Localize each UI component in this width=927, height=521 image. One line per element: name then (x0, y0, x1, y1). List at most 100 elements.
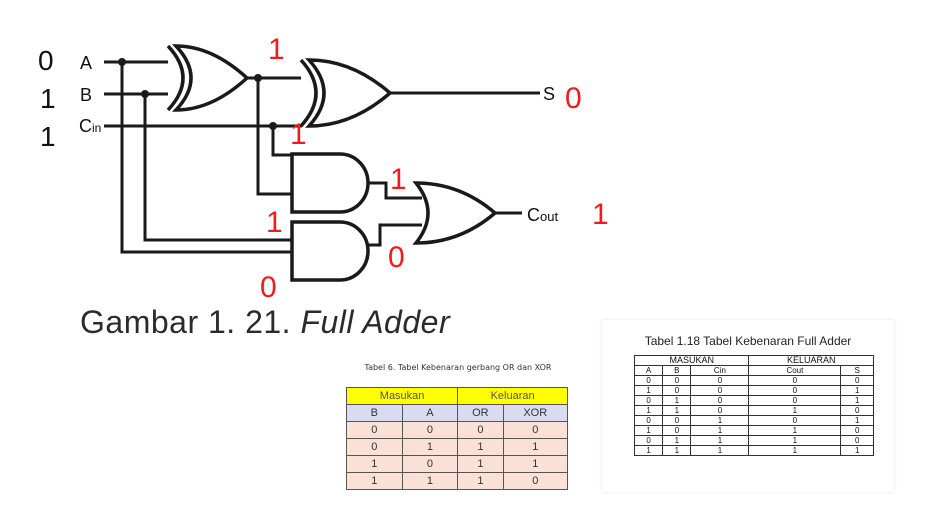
table-cell: 1 (502, 455, 569, 473)
table-cell: 1 (502, 438, 569, 456)
table-cell: 1 (840, 385, 874, 396)
table-cell: 0 (662, 385, 692, 396)
table-column-header: S (840, 365, 874, 376)
table-group-header: Keluaran (457, 387, 568, 405)
table-cell: 1 (662, 405, 692, 416)
table-cell: 0 (748, 375, 842, 386)
output-label-s: S (543, 84, 555, 104)
table-cell: 1 (401, 438, 459, 456)
table-cell: 1 (457, 472, 504, 490)
table-cell: 0 (662, 375, 692, 386)
value-cin: 1 (40, 121, 56, 152)
table-cell: 1 (748, 445, 842, 456)
table-cell: 0 (502, 472, 569, 490)
table-cell: 1 (748, 425, 842, 436)
junction-a (118, 58, 126, 66)
value-and2-out: 0 (388, 241, 405, 274)
table-cell: 0 (633, 415, 664, 426)
table-cell: 0 (662, 415, 692, 426)
table-column-header: B (346, 404, 403, 422)
table-cell: 1 (662, 395, 692, 406)
and-gate-2 (290, 220, 370, 282)
value-and2-in: 1 (266, 206, 283, 239)
input-label-cin: Cin (79, 116, 101, 136)
table-cell: 1 (457, 455, 504, 473)
table-group-header: Masukan (345, 387, 459, 405)
table-cell: 1 (633, 425, 664, 436)
output-label-cout: Cout (527, 205, 558, 225)
value-xor2-in: 1 (290, 118, 307, 151)
table-cell: 0 (690, 375, 750, 386)
value-and1-out: 1 (390, 163, 407, 196)
table-cell: 0 (840, 435, 874, 446)
table-cell: 1 (840, 415, 874, 426)
table-cell: 0 (346, 421, 403, 439)
value-cout: 1 (592, 198, 609, 231)
input-label-a: A (80, 53, 92, 73)
or-xor-truth-table-panel: Tabel 6. Tabel Kebenaran gerbang OR dan … (343, 360, 573, 506)
and-gate-1 (290, 152, 370, 214)
table-cell: 1 (346, 472, 403, 490)
value-b: 1 (40, 83, 56, 114)
table-cell: 1 (633, 385, 664, 396)
full-adder-circuit: A B Cin S Cout 0 1 1 1 1 0 1 1 1 0 0 (38, 33, 609, 304)
table-cell: 1 (633, 445, 664, 456)
table-cell: 0 (748, 395, 842, 406)
table-cell: 0 (690, 405, 750, 416)
xor-gate-1 (166, 44, 250, 112)
table-cell: 0 (840, 405, 874, 416)
table-cell: 0 (401, 421, 459, 439)
table-cell: 0 (401, 455, 459, 473)
junction-cin (269, 122, 277, 130)
value-xor1-out: 1 (268, 33, 285, 66)
table-cell: 1 (662, 435, 692, 446)
table-cell: 1 (346, 455, 403, 473)
or-xor-table-title: Tabel 6. Tabel Kebenaran gerbang OR dan … (364, 363, 552, 372)
table-column-header: Cout (748, 365, 842, 376)
table-column-header: OR (457, 404, 504, 422)
table-cell: 0 (502, 421, 569, 439)
input-label-b: B (80, 85, 92, 105)
table-cell: 1 (690, 425, 750, 436)
table-cell: 0 (633, 435, 664, 446)
or-gate (412, 181, 498, 245)
table-cell: 0 (840, 375, 874, 386)
table-cell: 1 (748, 405, 842, 416)
table-cell: 1 (748, 435, 842, 446)
table-column-header: Cin (690, 365, 750, 376)
table-cell: 1 (690, 415, 750, 426)
value-and2-in-b: 0 (260, 271, 277, 304)
table-cell: 1 (457, 438, 504, 456)
table-cell: 1 (690, 435, 750, 446)
full-adder-truth-table-panel: Tabel 1.18 Tabel Kebenaran Full Adder MA… (602, 320, 894, 492)
value-a: 0 (38, 45, 54, 76)
table-cell: 0 (633, 375, 664, 386)
table-cell: 0 (346, 438, 403, 456)
figure-caption: Gambar 1. 21. Full Adder (80, 304, 451, 340)
table-cell: 0 (690, 385, 750, 396)
table-cell: 0 (840, 425, 874, 436)
table-column-header: B (662, 365, 692, 376)
table-cell: 1 (633, 405, 664, 416)
table-cell: 1 (662, 445, 692, 456)
table-cell: 0 (748, 385, 842, 396)
circuit-wires (104, 60, 540, 254)
table-cell: 0 (457, 421, 504, 439)
table-cell: 1 (840, 445, 874, 456)
table-column-header: XOR (502, 404, 569, 422)
table-cell: 1 (840, 395, 874, 406)
xor-gate-2 (299, 58, 393, 128)
junction-b (141, 90, 149, 98)
table-cell: 0 (748, 415, 842, 426)
